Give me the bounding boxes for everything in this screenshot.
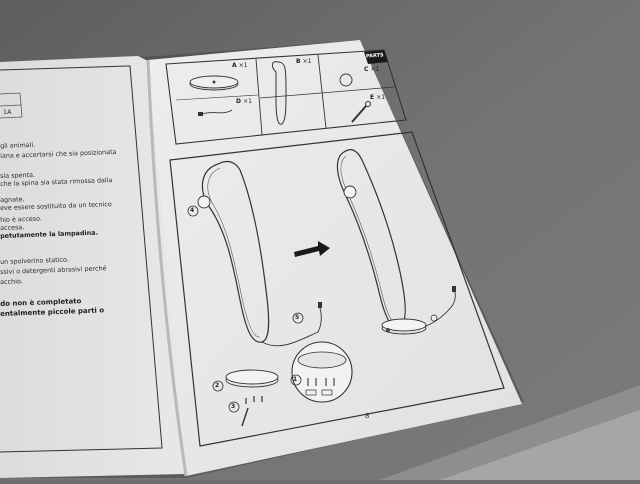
parts-tab-label: PARTS — [365, 52, 384, 60]
part-label-d: D ×1 — [236, 98, 252, 105]
left-page-frame — [0, 65, 163, 453]
page-number: 8 — [365, 412, 370, 420]
counter-edge-highlight — [440, 410, 640, 480]
part-ring-drawing — [339, 73, 353, 87]
part-wrench-drawing — [351, 105, 367, 123]
left-page-table — [0, 92, 23, 119]
table-cell-value: 1A — [3, 108, 12, 116]
assembly-ring — [197, 195, 211, 209]
spine-crease — [146, 59, 188, 477]
step-number: 1 — [293, 376, 298, 383]
step-number: 3 — [231, 403, 236, 410]
parts-box — [165, 49, 407, 145]
assembly-box — [169, 131, 505, 447]
part-label-a: A ×1 — [232, 62, 248, 69]
left-page — [0, 56, 186, 478]
part-lamp-drawing — [271, 61, 287, 125]
step-circles — [187, 205, 304, 413]
part-label-e: E ×1 — [370, 94, 386, 101]
step-number: 4 — [190, 207, 195, 214]
arrow-icon — [294, 241, 330, 257]
assembly-screws — [241, 396, 263, 427]
part-label-b: B ×1 — [296, 58, 312, 65]
part-label-c: C ×1 — [364, 66, 380, 73]
right-page — [148, 40, 522, 476]
assembly-cable — [261, 307, 322, 347]
parts-tab — [364, 50, 388, 64]
left-text-line: acchio. — [0, 277, 23, 286]
part-cable-drawing — [201, 109, 233, 115]
step-number: 2 — [215, 382, 220, 389]
left-text-line: gli animali. — [0, 140, 36, 150]
step-number: 5 — [295, 314, 300, 321]
